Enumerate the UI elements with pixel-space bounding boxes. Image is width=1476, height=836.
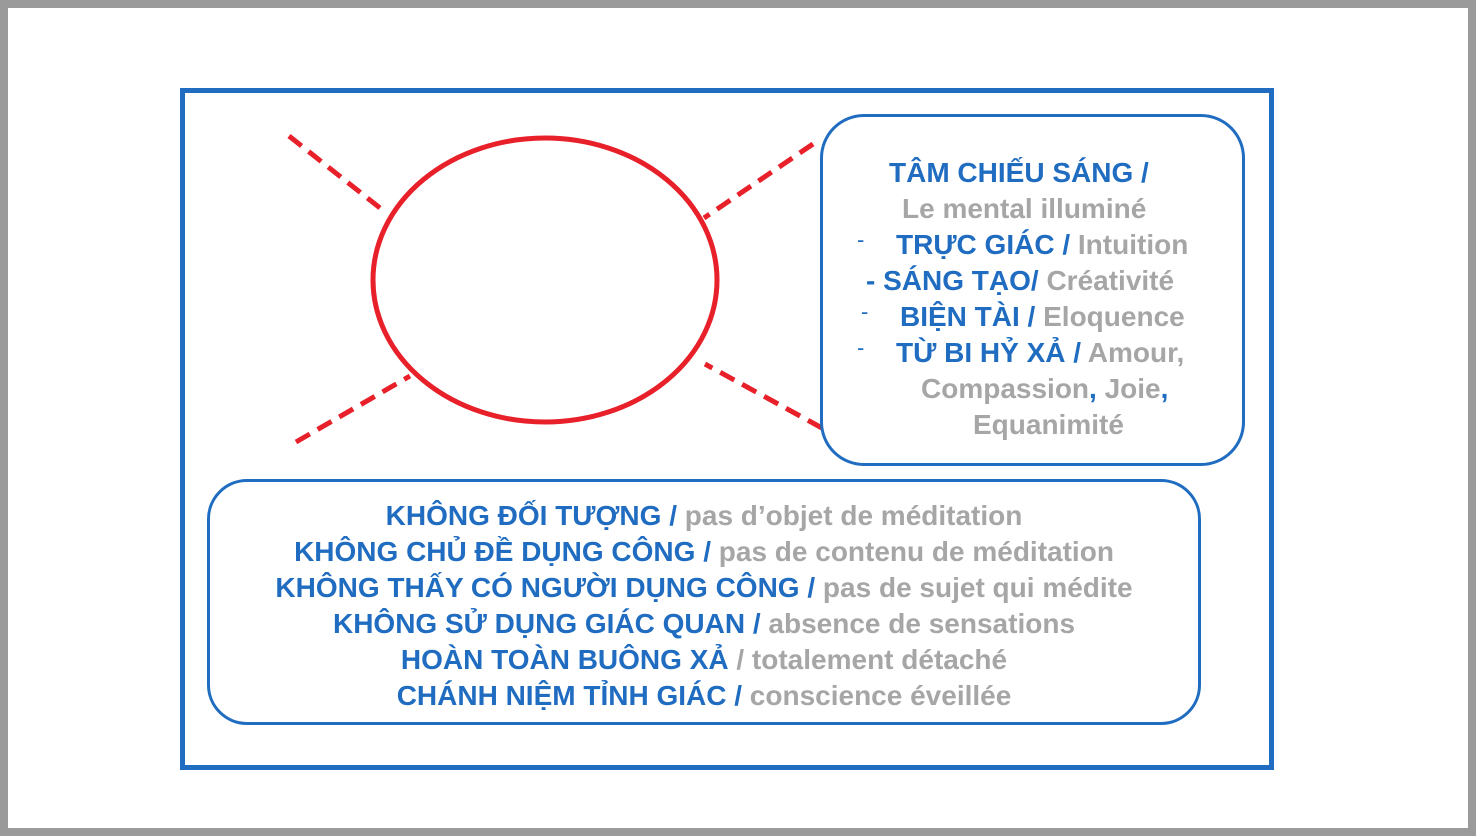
- bullet-dash: -: [857, 227, 865, 252]
- list-item: KHÔNG THẤY CÓ NGƯỜI DỤNG CÔNG / pas de s…: [275, 572, 1133, 603]
- sun-ray-bottom-left: [294, 373, 412, 445]
- list-item-equanimity: Equanimité: [973, 409, 1124, 440]
- list-item: KHÔNG CHỦ ĐỀ DỤNG CÔNG / pas de contenu …: [294, 536, 1114, 567]
- list-item: HOÀN TOÀN BUÔNG XẢ / totalement détaché: [400, 644, 1008, 675]
- list-item-love: TỪ BI HỶ XẢ / Amour,: [896, 337, 1185, 368]
- box-title: TÂM CHIẾU SÁNG /: [889, 157, 1149, 188]
- bullet-dash: -: [857, 335, 865, 360]
- list-item-continuation: Compassion, Joie,: [921, 373, 1169, 404]
- list-item-creativity: - SÁNG TẠO/ Créativité: [866, 265, 1175, 296]
- slide: TÂM CHIẾU SÁNG / Le mental illuminé - TR…: [8, 8, 1468, 828]
- list-item: CHÁNH NIỆM TỈNH GIÁC / conscience éveill…: [396, 680, 1012, 711]
- outer-frame: [180, 88, 1274, 770]
- no-object-box: KHÔNG ĐỐI TƯỢNG / pas d’objet de méditat…: [207, 479, 1201, 725]
- box-subtitle: Le mental illuminé: [902, 193, 1147, 224]
- illuminated-mind-box: TÂM CHIẾU SÁNG / Le mental illuminé - TR…: [820, 114, 1245, 466]
- list-item: KHÔNG ĐỐI TƯỢNG / pas d’objet de méditat…: [385, 500, 1023, 531]
- sun-ray-bottom-right: [703, 361, 824, 431]
- sun-ray-top-left: [287, 134, 382, 210]
- sun-ray-top-right: [702, 141, 815, 221]
- sun-diagram: [287, 134, 824, 445]
- list-item: KHÔNG SỬ DỤNG GIÁC QUAN / absence de sen…: [332, 608, 1076, 639]
- sun-circle: [370, 135, 720, 425]
- list-item-eloquence: BIỆN TÀI / Eloquence: [900, 301, 1185, 332]
- list-item-intuition: TRỰC GIÁC / Intuition: [896, 229, 1189, 260]
- bullet-dash: -: [861, 299, 869, 324]
